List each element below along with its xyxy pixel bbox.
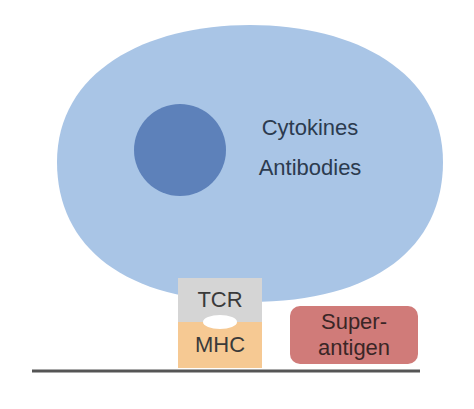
cell-outline [55, 22, 445, 304]
superantigen-box: Super- antigen [290, 306, 418, 364]
text-wrap: Super- antigen [290, 306, 418, 364]
node-label: Antibodies [235, 148, 385, 188]
t-cell: CytokinesAntibodies [55, 22, 445, 304]
node-label: Cytokines [235, 108, 385, 148]
text-wrap: MHC [178, 322, 262, 368]
membrane-line [32, 370, 420, 373]
node-label: MHC [195, 332, 245, 358]
tcr-box: TCR [178, 278, 262, 322]
mhc-box: MHC [178, 322, 262, 368]
node-label: TCR [197, 287, 242, 313]
node-label: Super- antigen [296, 309, 412, 361]
nucleus [134, 104, 226, 196]
cell-body [57, 25, 443, 302]
text-wrap: CytokinesAntibodies [235, 108, 385, 188]
text-wrap: TCR [178, 278, 262, 322]
